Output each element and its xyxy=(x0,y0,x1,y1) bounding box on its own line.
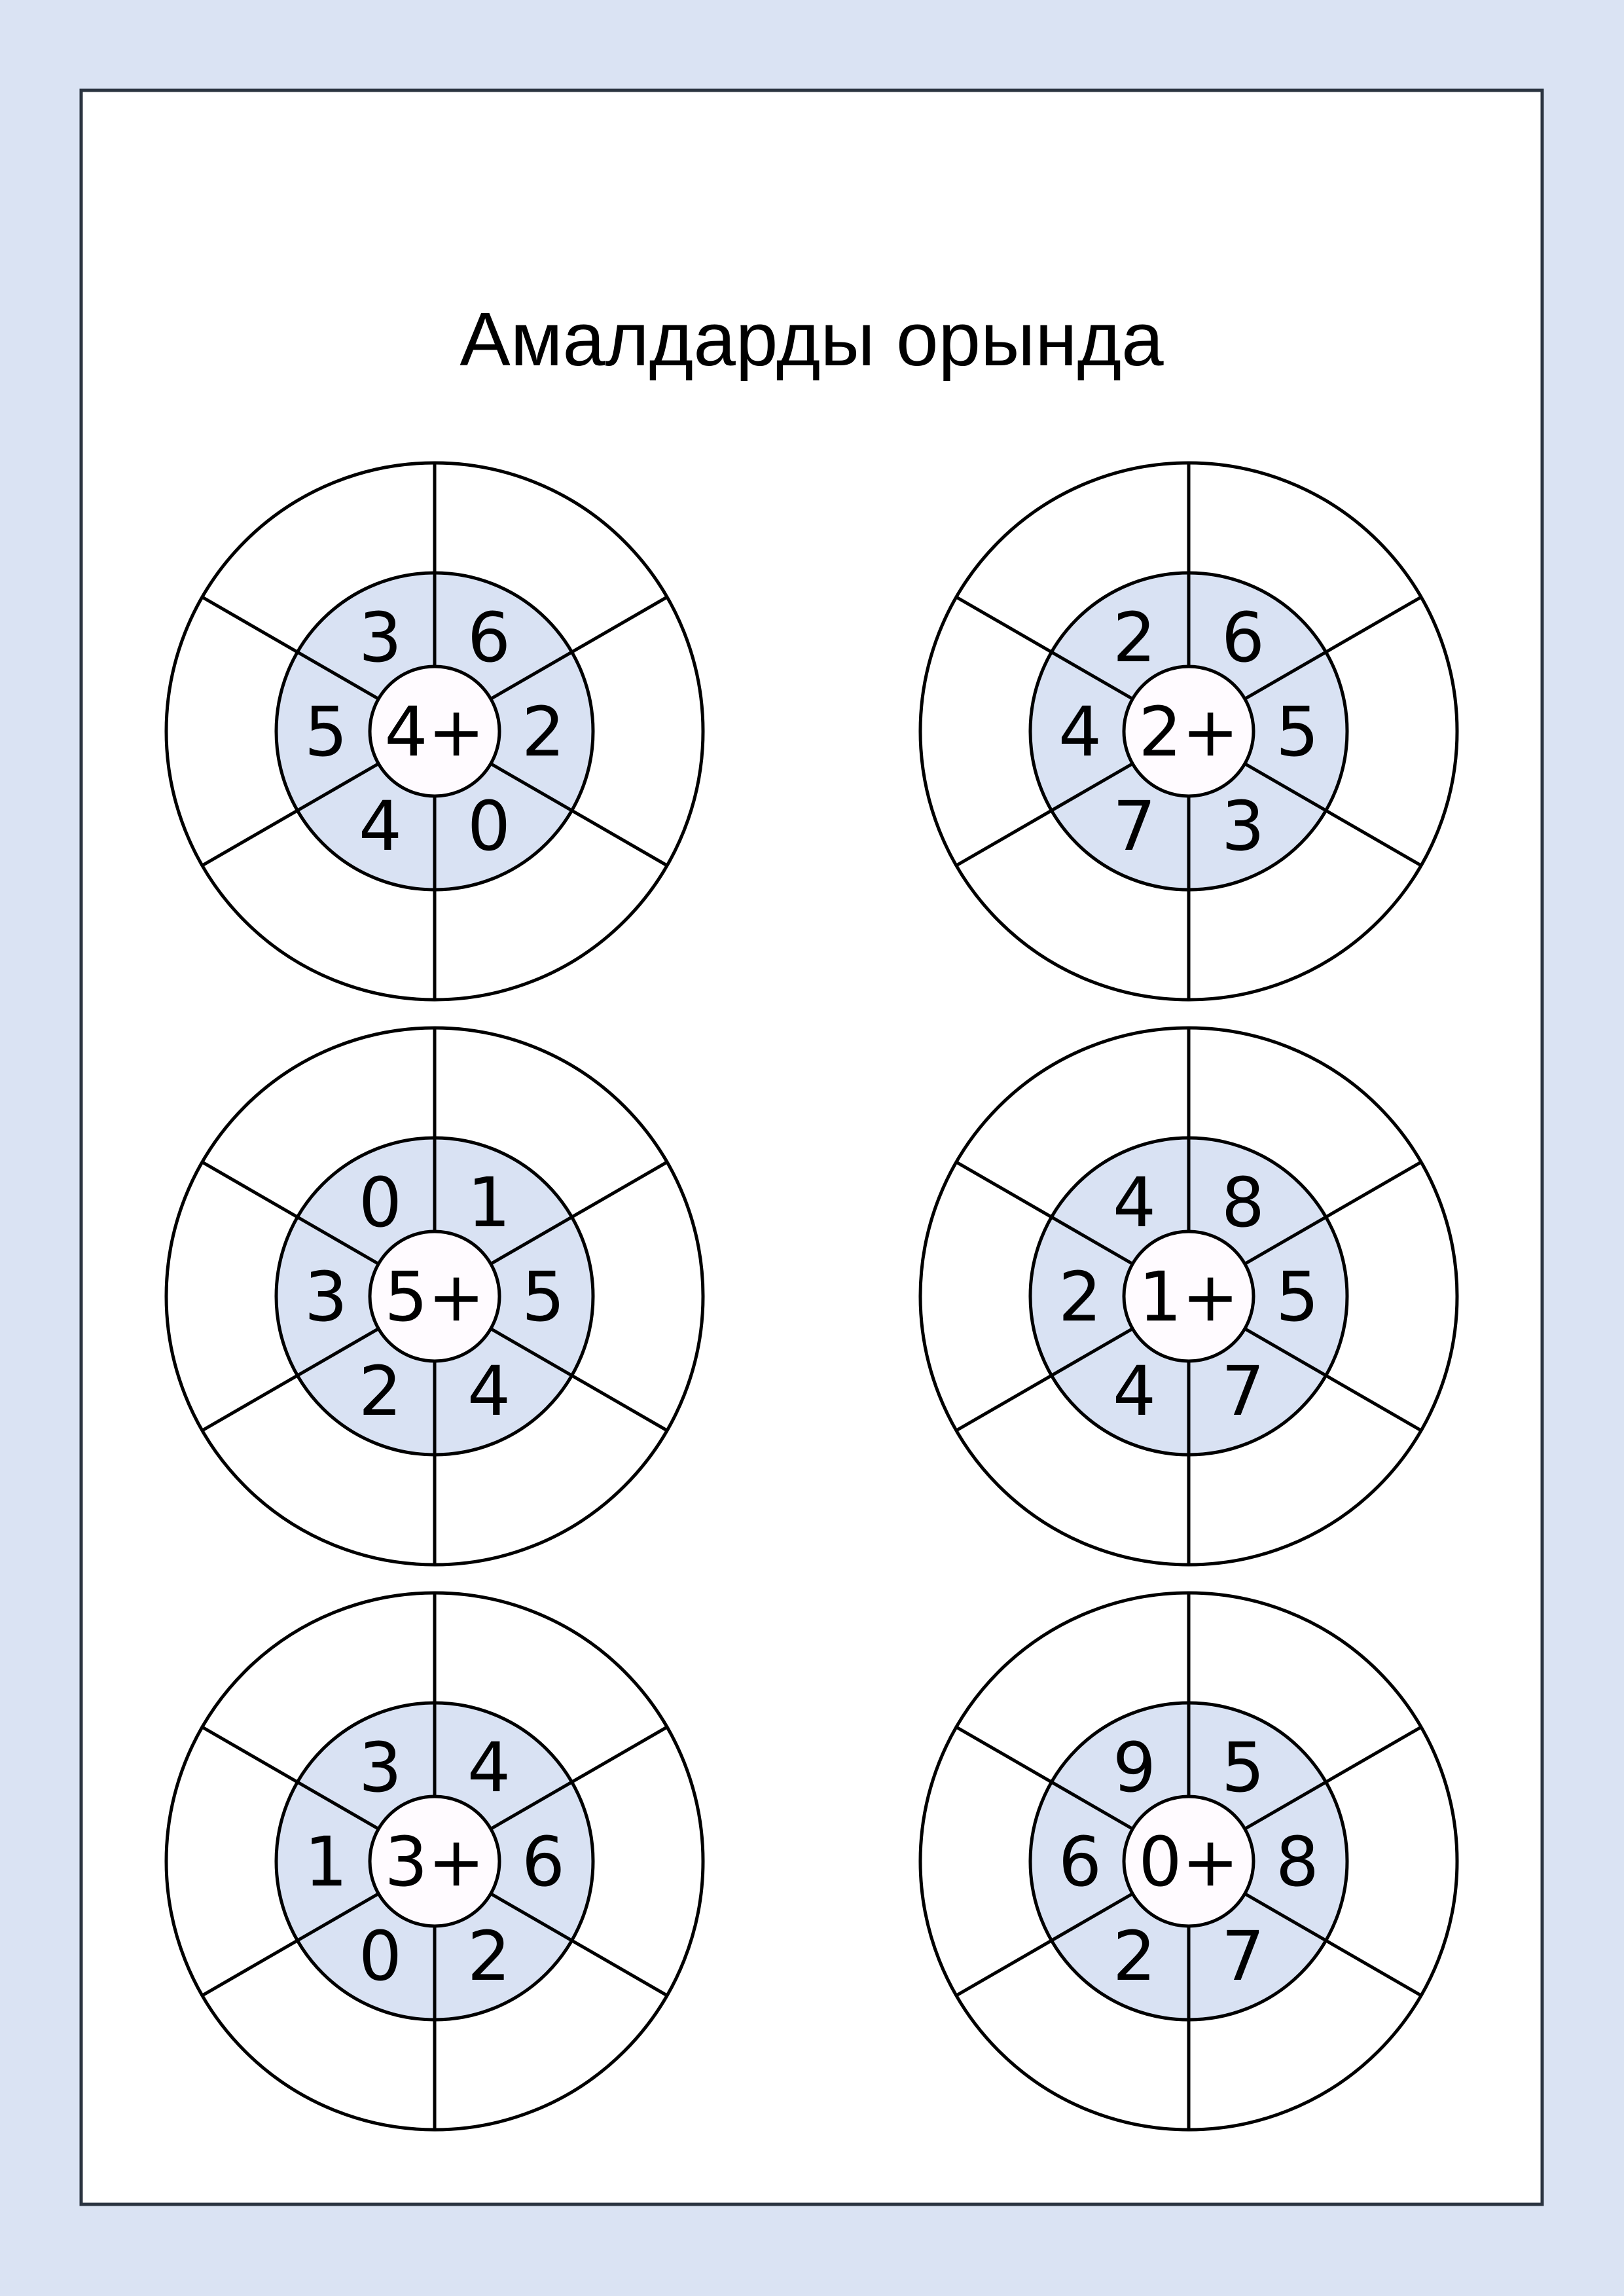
center-circle xyxy=(368,1230,501,1363)
ring-number: 6 xyxy=(467,598,511,678)
ring-number: 7 xyxy=(1221,1916,1265,1996)
segment-divider xyxy=(490,1892,668,1997)
center-circle xyxy=(368,665,501,798)
center-operation: 0+ xyxy=(1138,1822,1238,1902)
center-operation: 5+ xyxy=(384,1257,484,1337)
center-circle xyxy=(1122,1230,1255,1363)
ring-number: 2 xyxy=(467,1916,511,1996)
segment-divider xyxy=(1244,1725,1422,1831)
segment-divider xyxy=(1244,1892,1422,1997)
center-circle xyxy=(1122,1795,1255,1928)
ring-number: 6 xyxy=(1058,1822,1102,1902)
ring-number: 0 xyxy=(359,1163,402,1243)
ring-number: 5 xyxy=(1276,1257,1319,1337)
segment-divider xyxy=(955,1160,1134,1266)
ring-number: 5 xyxy=(304,692,348,772)
ring-number: 4 xyxy=(1113,1163,1156,1243)
worksheet-title: Амалдарды орында xyxy=(460,297,1164,382)
ring-number: 4 xyxy=(1113,1351,1156,1431)
segment-divider xyxy=(955,762,1134,867)
ring-number: 4 xyxy=(467,1728,511,1808)
center-circle xyxy=(368,1795,501,1928)
ring-number: 2 xyxy=(1113,1916,1156,1996)
ring-number: 4 xyxy=(467,1351,511,1431)
ring-number: 3 xyxy=(359,1728,402,1808)
ring-number: 1 xyxy=(467,1163,511,1243)
segment-divider xyxy=(490,1725,668,1831)
segment-divider xyxy=(201,1327,380,1432)
center-operation: 1+ xyxy=(1138,1257,1238,1337)
segment-divider xyxy=(201,1892,380,1997)
ring-number: 3 xyxy=(359,598,402,678)
center-operation: 2+ xyxy=(1138,692,1238,772)
segment-divider xyxy=(201,762,380,867)
ring-number: 6 xyxy=(1221,598,1265,678)
ring-number: 2 xyxy=(1058,1257,1102,1337)
segment-divider xyxy=(201,1160,380,1266)
ring-number: 5 xyxy=(1276,692,1319,772)
ring-number: 4 xyxy=(359,786,402,866)
ring-number: 7 xyxy=(1221,1351,1265,1431)
segment-divider xyxy=(1244,762,1422,867)
segment-divider xyxy=(490,1160,668,1266)
ring-number: 8 xyxy=(1221,1163,1265,1243)
ring-number: 5 xyxy=(522,1257,565,1337)
segment-divider xyxy=(1244,595,1422,701)
ring-number: 2 xyxy=(359,1351,402,1431)
segment-divider xyxy=(955,1892,1134,1997)
segment-divider xyxy=(490,762,668,867)
ring-number: 3 xyxy=(304,1257,348,1337)
segment-divider xyxy=(955,1725,1134,1831)
segment-divider xyxy=(955,1327,1134,1432)
ring-number: 2 xyxy=(522,692,565,772)
ring-number: 7 xyxy=(1113,786,1156,866)
center-operation: 3+ xyxy=(384,1822,484,1902)
ring-number: 3 xyxy=(1221,786,1265,866)
ring-number: 2 xyxy=(1113,598,1156,678)
ring-number: 0 xyxy=(467,786,511,866)
ring-number: 1 xyxy=(304,1822,348,1902)
ring-number: 5 xyxy=(1221,1728,1265,1808)
segment-divider xyxy=(1244,1160,1422,1266)
segment-divider xyxy=(490,1327,668,1432)
segment-divider xyxy=(1244,1327,1422,1432)
ring-number: 8 xyxy=(1276,1822,1319,1902)
ring-number: 6 xyxy=(522,1822,565,1902)
ring-number: 9 xyxy=(1113,1728,1156,1808)
segment-divider xyxy=(201,595,380,701)
segment-divider xyxy=(955,595,1134,701)
center-circle xyxy=(1122,665,1255,798)
ring-number: 4 xyxy=(1058,692,1102,772)
center-operation: 4+ xyxy=(384,692,484,772)
segment-divider xyxy=(490,595,668,701)
segment-divider xyxy=(201,1725,380,1831)
ring-number: 0 xyxy=(359,1916,402,1996)
